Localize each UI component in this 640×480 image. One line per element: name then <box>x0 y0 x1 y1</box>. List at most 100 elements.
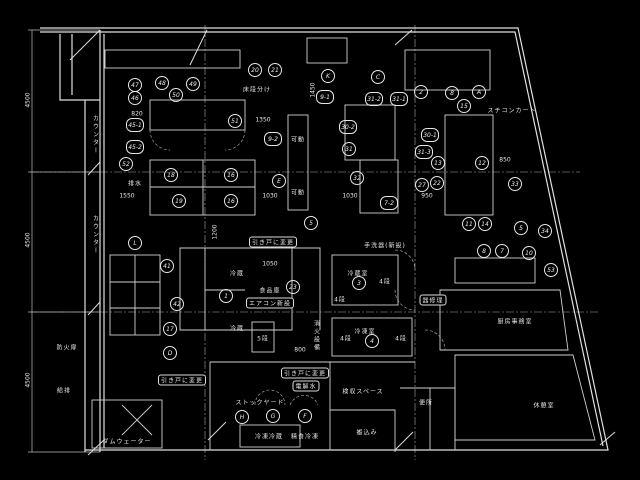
label-refrigerator: 冷蔵 <box>229 270 245 278</box>
dimension-1050: 1050 <box>262 260 278 268</box>
equipment-tag: 13 <box>431 156 445 170</box>
equipment-tag: 20 <box>248 63 262 77</box>
equipment-tag: 53 <box>544 263 558 277</box>
equipment-tag: 31-1 <box>390 92 408 106</box>
equipment-tag: F <box>298 409 312 423</box>
label-fire-equipment: 消火設備 <box>312 320 320 352</box>
equipment-tag: 49 <box>186 77 200 91</box>
label-4-shelves-b: 4段 <box>334 296 346 304</box>
equipment-tag: G <box>266 409 280 423</box>
equipment-tag: 8 <box>445 86 459 100</box>
label-fire-door: 防火扉 <box>56 344 78 352</box>
equipment-tag: 5 <box>304 216 318 230</box>
label-break-room: 休憩室 <box>533 402 555 410</box>
label-movable-2: 可動 <box>290 189 306 197</box>
equipment-tag: 18 <box>164 168 178 182</box>
label-food-storage: 食品庫 <box>259 287 281 295</box>
equipment-tag: 48 <box>155 76 169 90</box>
equipment-tag: 14 <box>478 217 492 231</box>
label-freezer-fridge: 冷凍冷蔵 <box>254 433 284 441</box>
callout-new-aircon: エアコン新設 <box>245 297 295 309</box>
openings <box>69 29 616 456</box>
label-kitchen-office: 厨房事務室 <box>497 318 533 326</box>
equipment-tag: 21 <box>268 63 282 77</box>
equipment-tag: 23 <box>286 280 300 294</box>
label-4-shelves-a: 4段 <box>379 278 391 286</box>
label-quick-freezer: 精食冷凍 <box>290 433 320 441</box>
callout-sliding-door-3: 引き戸に変更 <box>280 367 330 379</box>
dimension-4500-top: 4500 <box>24 92 32 108</box>
dimension-1030: 1030 <box>262 192 278 200</box>
dimension-850: 850 <box>499 156 511 164</box>
callout-repair: 器修理 <box>419 294 447 306</box>
dimension-950: 950 <box>421 192 433 200</box>
equipment-tag: 42 <box>170 297 184 311</box>
equipment-tag: 50 <box>169 88 183 102</box>
equipment-tag: 46 <box>128 91 142 105</box>
equipment-tag: 47 <box>128 78 142 92</box>
equipment-tag: 45-1 <box>126 118 144 132</box>
label-4-shelves-d: 4段 <box>395 335 407 343</box>
equipment-tag: C <box>371 70 385 84</box>
equipment-tag: 9-2 <box>264 132 282 146</box>
equipment-tag: 9-1 <box>316 90 334 104</box>
dimension-1200: 1200 <box>211 224 219 240</box>
label-dumbwaiter: ダムウェーター <box>102 438 152 446</box>
label-counter: カウンター <box>91 115 99 155</box>
label-supply-exhaust: 給排 <box>56 387 72 395</box>
equipment-tag: 31 <box>342 142 356 156</box>
equipment-tag: 8 <box>477 244 491 258</box>
dimension-820: 820 <box>131 110 143 118</box>
equipment-tag: 1 <box>219 289 233 303</box>
equipment-tag: 27 <box>415 178 429 192</box>
equipment-tag: 7 <box>495 244 509 258</box>
equipment-tag: H <box>235 410 249 424</box>
callout-electrolyzed-water: 電解水 <box>292 380 320 392</box>
equipment-tag: 22 <box>430 176 444 190</box>
callout-sliding-door-1: 引き戸に変更 <box>157 374 207 386</box>
equipment-tag: 16 <box>224 168 238 182</box>
label-floor-division: 床段分け <box>242 86 272 94</box>
equipment-tag: 31-2 <box>365 92 383 106</box>
label-counter-2: カウンター <box>91 215 99 255</box>
label-inspection-space: 検収スペース <box>342 388 384 396</box>
label-movable: 可動 <box>290 136 306 144</box>
equipment-tag: 17 <box>163 322 177 336</box>
label-freezer-room: 冷凍室 <box>354 328 376 336</box>
label-refrigerator-2: 冷蔵 <box>229 325 245 333</box>
center-lines <box>30 25 600 460</box>
label-4-shelves-c: 4段 <box>340 335 352 343</box>
label-toilet: 便所 <box>418 399 434 407</box>
equipment-tag: A <box>472 85 486 99</box>
dimension-1550: 1550 <box>119 192 135 200</box>
label-cold-room: 冷蔵室 <box>347 270 369 278</box>
dimension-1350: 1350 <box>255 116 271 124</box>
equipment-tag: 11 <box>462 217 476 231</box>
equipment-tag: 32 <box>350 171 364 185</box>
equipment-tag: 2 <box>414 85 428 99</box>
label-5-shelves: 5段 <box>257 335 269 343</box>
equipment-tag: 15 <box>457 99 471 113</box>
equipment-tag: 52 <box>119 157 133 171</box>
dimension-1030-b: 1030 <box>342 192 358 200</box>
equipment-tag: 41 <box>160 259 174 273</box>
equipment-tag: 31-3 <box>415 145 433 159</box>
equipment-tag: E <box>272 174 286 188</box>
label-stock-yard: ストックヤード <box>235 399 285 407</box>
dimension-4500-middle: 4500 <box>24 232 32 248</box>
equipment-tag: 5 <box>514 221 528 235</box>
equipment-tag: 7-2 <box>380 196 398 210</box>
equipment-tag: 12 <box>475 156 489 170</box>
label-steam-cart: スチコンカート <box>487 107 537 115</box>
equipment-tag: 16 <box>224 194 238 208</box>
outer-walls <box>40 27 609 452</box>
equipment-tag: 10 <box>522 246 536 260</box>
equipment-tag: K <box>321 69 335 83</box>
dimension-800: 800 <box>294 346 306 354</box>
equipment-tag: 3 <box>352 276 366 290</box>
label-hand-wash-new: 手洗器(新設) <box>364 242 406 250</box>
label-drain: 排水 <box>127 180 143 188</box>
equipment-tag: 30-1 <box>421 128 439 142</box>
equipment-tag: 51 <box>228 114 242 128</box>
